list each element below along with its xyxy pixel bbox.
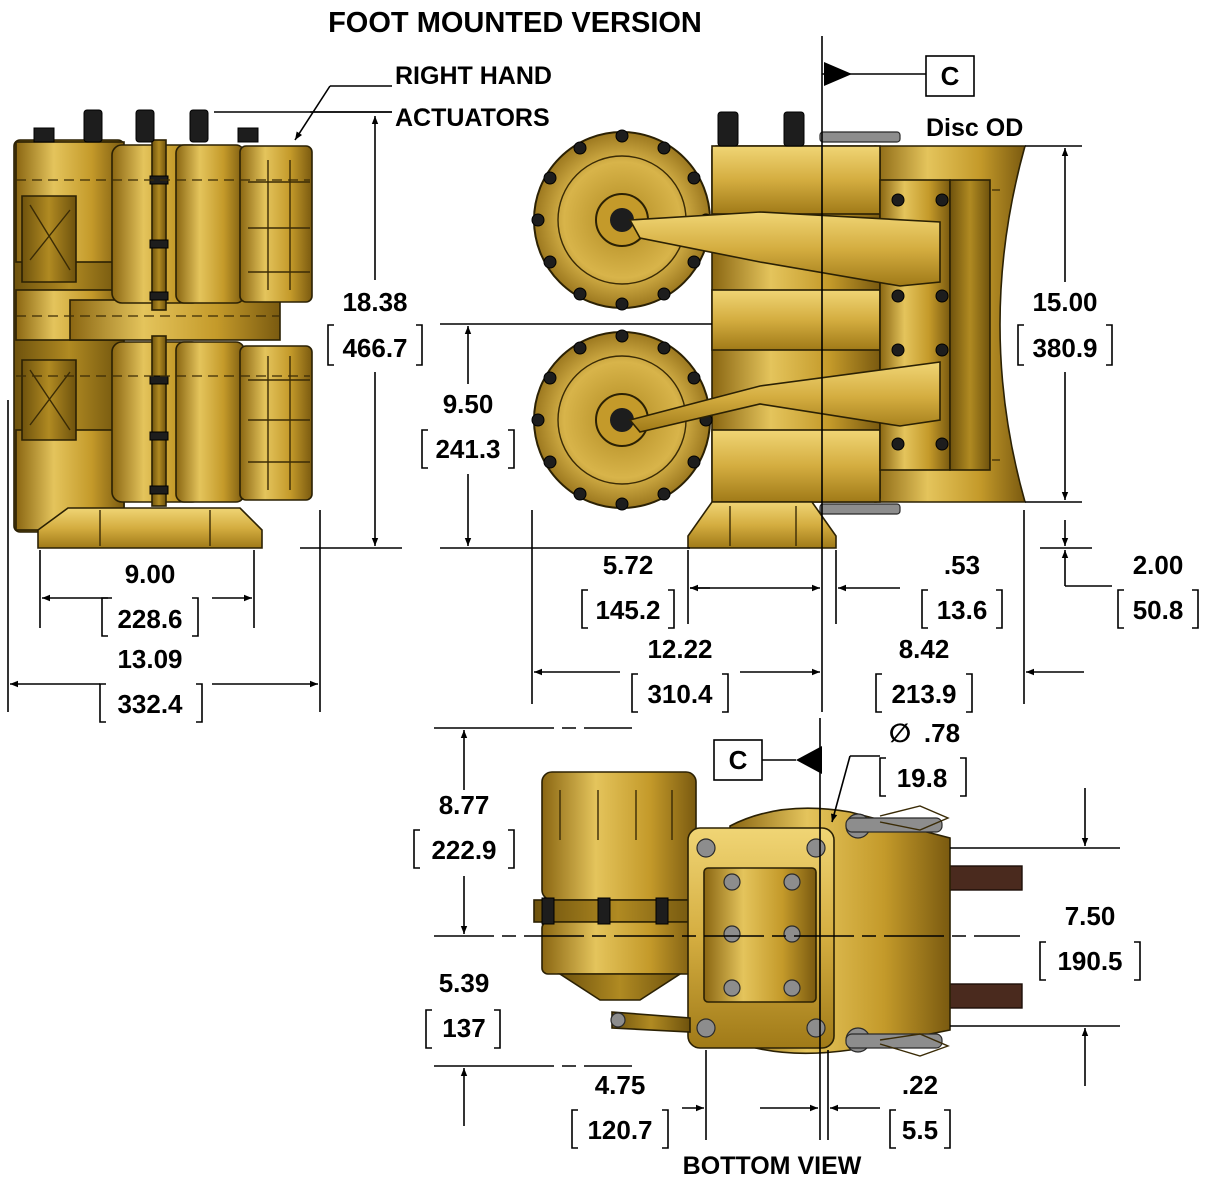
overall-width-in: 13.09 — [117, 644, 182, 674]
disc-drop-in: 2.00 — [1133, 550, 1184, 580]
dim-offset-22: .22 5.5 — [827, 1050, 951, 1149]
right-hand-label: RIGHT HAND — [395, 62, 552, 90]
centerline-to-end-mm: 213.9 — [891, 679, 956, 709]
actuator-extent-mm: 222.9 — [431, 835, 496, 865]
diameter-symbol: ∅ — [889, 718, 911, 748]
dim-pin-diameter: ∅ .78 19.8 — [831, 718, 967, 823]
dim-overall-height: 18.38 466.7 — [300, 111, 423, 549]
dim-centerline-to-end: 8.42 213.9 — [875, 510, 1084, 713]
actuator-callout: RIGHT HAND ACTUATORS — [214, 62, 552, 141]
offset-53-mm: 13.6 — [937, 595, 988, 625]
dim-base-width: 9.00 228.6 — [39, 550, 255, 637]
foot-to-centerline-mm: 145.2 — [595, 595, 660, 625]
offset-22-in: .22 — [902, 1070, 938, 1100]
overall-height-mm: 466.7 — [342, 333, 407, 363]
offset-53-in: .53 — [944, 550, 980, 580]
pin-spacing-in: 7.50 — [1065, 901, 1116, 931]
disc-drop-mm: 50.8 — [1133, 595, 1184, 625]
dim-bottom-foot: 4.75 120.7 — [571, 1050, 818, 1149]
overall-height-in: 18.38 — [342, 287, 407, 317]
disc-od-in: 15.00 — [1032, 287, 1097, 317]
actuators-label: ACTUATORS — [395, 104, 550, 132]
actuator-extent-in: 8.77 — [439, 790, 490, 820]
section-c-bottom-label: C — [729, 745, 748, 775]
section-c-top-label: C — [941, 61, 960, 91]
disc-od-label: Disc OD — [926, 114, 1023, 142]
side-view — [531, 111, 1027, 549]
dim-offset-53: .53 13.6 — [835, 550, 1003, 629]
dim-overall-width: 13.09 332.4 — [7, 400, 321, 723]
dim-disc-drop: 2.00 50.8 — [1040, 520, 1199, 629]
overall-length-in: 12.22 — [647, 634, 712, 664]
dim-disc-od: 15.00 380.9 — [1017, 145, 1113, 503]
lower-extent-in: 5.39 — [439, 968, 490, 998]
disc-od-mm: 380.9 — [1032, 333, 1097, 363]
bottom-view-label: BOTTOM VIEW — [683, 1152, 862, 1180]
bottom-foot-in: 4.75 — [595, 1070, 646, 1100]
center-height-mm: 241.3 — [435, 434, 500, 464]
dim-center-height: 9.50 241.3 — [421, 323, 712, 549]
front-view — [13, 109, 313, 549]
dim-actuator-extent: 8.77 222.9 — [413, 727, 1020, 937]
section-c-bottom: C — [713, 718, 822, 1140]
offset-22-mm: 5.5 — [902, 1115, 938, 1145]
center-height-in: 9.50 — [443, 389, 494, 419]
base-width-in: 9.00 — [125, 559, 176, 589]
bottom-view — [533, 771, 1023, 1057]
pin-diameter-in: .78 — [924, 718, 960, 748]
lower-extent-mm: 137 — [442, 1013, 485, 1043]
foot-to-centerline-in: 5.72 — [603, 550, 654, 580]
dim-lower-extent: 5.39 137 — [425, 968, 632, 1126]
dim-foot-to-centerline: 5.72 145.2 — [581, 550, 820, 629]
upper-actuator-disc — [531, 129, 713, 311]
pin-spacing-mm: 190.5 — [1057, 946, 1122, 976]
dim-pin-spacing: 7.50 190.5 — [950, 788, 1141, 1086]
centerline-to-end-in: 8.42 — [899, 634, 950, 664]
pin-diameter-mm: 19.8 — [897, 763, 948, 793]
section-c-top: C Disc OD — [821, 36, 1023, 712]
overall-length-mm: 310.4 — [647, 679, 713, 709]
overall-width-mm: 332.4 — [117, 689, 183, 719]
base-width-mm: 228.6 — [117, 604, 182, 634]
drawing-title: FOOT MOUNTED VERSION — [328, 7, 702, 39]
dim-overall-length: 12.22 310.4 — [531, 510, 820, 713]
lower-actuator-disc — [531, 329, 713, 511]
bottom-foot-mm: 120.7 — [587, 1115, 652, 1145]
